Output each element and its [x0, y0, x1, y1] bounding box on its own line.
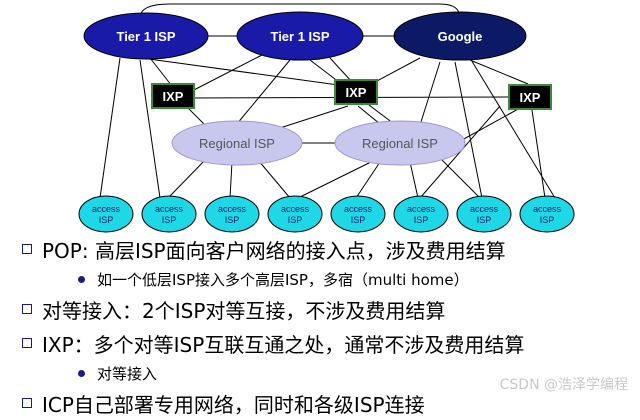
link-g-a7	[454, 61, 483, 199]
ixp-box-right	[508, 84, 552, 110]
link-reg2-a4	[297, 159, 376, 199]
ixp-label-right: IXP	[520, 90, 541, 105]
link-cross1	[119, 54, 361, 89]
bullet-item-peering: 对等接入：2个ISP对等互接，不涉及费用结算	[22, 292, 632, 326]
google-label: Google	[438, 29, 483, 44]
access-isp-label-line1: access	[344, 204, 373, 214]
access-isp-label-line2: ISP	[162, 215, 177, 225]
access-isp-node	[267, 195, 323, 233]
regional-isp-left-label: Regional ISP	[199, 136, 275, 151]
link-reg2-a6	[409, 161, 419, 199]
link-reg2-a5	[355, 161, 381, 199]
access-isp-node	[78, 195, 134, 233]
link-t1l-ixp1	[149, 57, 173, 87]
access-isp-node	[204, 195, 260, 233]
access-isp-label-line1: access	[155, 204, 184, 214]
link-reg1-a3	[229, 161, 233, 199]
link-t1l-a2	[139, 59, 161, 199]
ixp-box-mid	[334, 79, 378, 105]
link-arc-top	[139, 3, 461, 19]
access-isp-label-line2: ISP	[414, 215, 429, 225]
regional-isp-right-label: Regional ISP	[362, 136, 438, 151]
google-node	[393, 11, 527, 61]
access-isp-node	[456, 195, 512, 233]
link-t1l-a1	[99, 57, 121, 199]
link-t1m-ixp2	[329, 57, 353, 83]
link-ixp2-reg1	[279, 105, 349, 129]
link-g-reg2	[419, 61, 441, 126]
watermark: CSDN @浩泽学编程	[499, 377, 628, 393]
tier1-isp-mid-label: Tier 1 ISP	[270, 29, 329, 44]
access-isp-label-line2: ISP	[99, 215, 114, 225]
link-g-a8	[469, 57, 556, 199]
access-isp-label-line2: ISP	[288, 215, 303, 225]
access-isp-label-line1: access	[407, 204, 436, 214]
regional-isp-right-node	[334, 120, 466, 166]
square-bullet-icon	[22, 304, 32, 314]
sub-bullet-text: 对等接入	[97, 364, 158, 383]
square-bullet-icon	[22, 244, 32, 254]
link-reg1-a4	[257, 159, 291, 199]
tier1-isp-left-node	[83, 12, 209, 60]
access-isp-label-line1: access	[281, 204, 310, 214]
access-isp-node	[330, 195, 386, 233]
access-isp-label-line2: ISP	[225, 215, 240, 225]
access-isp-node	[141, 195, 197, 233]
bullet-item-ixp: IXP：多个对等ISP互联互通之处，通常不涉及费用结算	[22, 326, 632, 360]
square-bullet-icon	[22, 398, 32, 408]
access-isp-node	[393, 195, 449, 233]
dot-bullet-icon	[78, 369, 85, 377]
ixp-label-mid: IXP	[346, 85, 367, 100]
access-isp-label-line1: access	[470, 204, 499, 214]
sub-bullet-text: 如一个低层ISP接入多个高层ISP，多宿（multi home）	[97, 270, 469, 289]
tier1-isp-mid-node	[236, 11, 364, 61]
link-reg2-a7	[439, 157, 481, 199]
access-isp-label-line1: access	[533, 204, 562, 214]
sub-bullet-item-peering: 对等接入	[22, 360, 632, 386]
bullet-list: POP: 高层ISP面向客户网络的接入点，涉及费用结算 如一个低层ISP接入多个…	[22, 232, 632, 420]
access-isp-label-line2: ISP	[540, 215, 555, 225]
sub-bullet-item-multihome: 如一个低层ISP接入多个高层ISP，多宿（multi home）	[22, 266, 632, 292]
access-isp-row: accessISPaccessISPaccessISPaccessISPacce…	[78, 195, 575, 233]
access-isp-label-line2: ISP	[351, 215, 366, 225]
bullet-item-pop: POP: 高层ISP面向客户网络的接入点，涉及费用结算	[22, 232, 632, 266]
access-isp-label-line2: ISP	[477, 215, 492, 225]
ixp-label-left: IXP	[163, 89, 184, 104]
bullet-text: IXP：多个对等ISP互联互通之处，通常不涉及费用结算	[42, 332, 525, 357]
link-t1m-ixp1	[189, 54, 263, 93]
link-g-ixp3	[469, 59, 529, 85]
regional-isp-left-node	[171, 120, 303, 166]
link-ixp3-a8	[531, 109, 546, 199]
dot-bullet-icon	[78, 275, 85, 283]
access-isp-node	[519, 195, 575, 233]
tier1-isp-left-label: Tier 1 ISP	[116, 29, 175, 44]
link-ixp3-reg2	[461, 107, 521, 141]
bullet-text: 对等接入：2个ISP对等互接，不涉及费用结算	[42, 298, 446, 323]
square-bullet-icon	[22, 338, 32, 348]
bullet-text: POP: 高层ISP面向客户网络的接入点，涉及费用结算	[42, 238, 506, 263]
access-isp-label-line1: access	[218, 204, 247, 214]
access-isp-label-line1: access	[92, 204, 121, 214]
ixp-box-left	[151, 83, 195, 109]
bullet-text: ICP自己部署专用网络，同时和各级ISP连接	[42, 392, 425, 417]
isp-topology-diagram: Tier 1 ISP Tier 1 ISP Google IXP IXP IXP…	[78, 3, 575, 233]
link-t1m-reg1	[235, 59, 291, 126]
